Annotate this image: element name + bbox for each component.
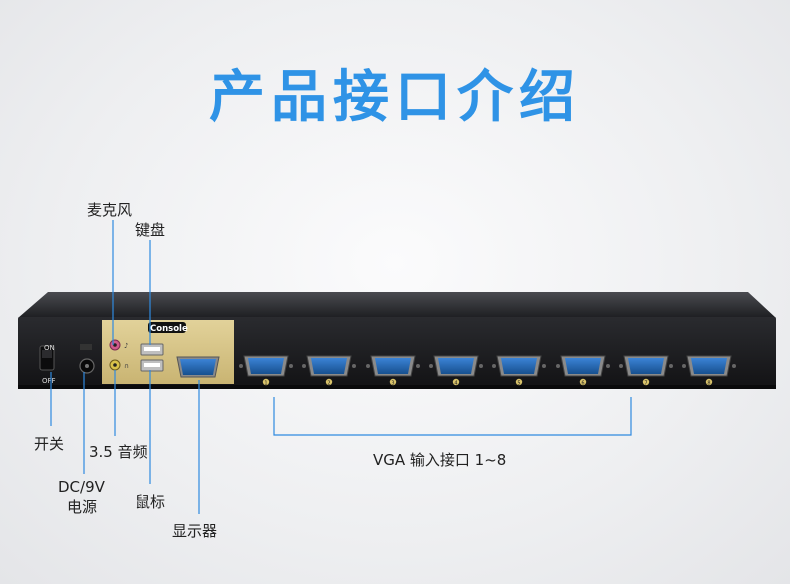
audio-label: 3.5 音频 xyxy=(89,443,148,461)
mouse-label: 鼠标 xyxy=(135,493,166,511)
keyboard-label: 键盘 xyxy=(135,221,166,239)
power-on-label: ON xyxy=(44,344,55,352)
display-label: 显示器 xyxy=(172,522,218,540)
vga-port-number: 1 xyxy=(264,381,267,387)
vga-input-port-4: 4 xyxy=(429,355,483,387)
console-vga-port xyxy=(176,356,220,378)
vga-port-number: 8 xyxy=(707,381,710,387)
vga-port-number: 7 xyxy=(644,381,647,387)
microphone-label: 麦克风 xyxy=(87,201,133,219)
dc-power-label: DC/9V xyxy=(58,478,105,496)
vga-input-port-2: 2 xyxy=(302,355,356,387)
svg-text:∩: ∩ xyxy=(124,362,129,370)
vga-input-port-6: 6 xyxy=(556,355,610,387)
vga-port-number: 4 xyxy=(454,381,457,387)
vga-port-number: 2 xyxy=(327,381,330,387)
console-label: Console xyxy=(150,324,188,334)
vga-input-port-8: 8 xyxy=(682,355,736,387)
svg-text:♪: ♪ xyxy=(124,342,128,350)
vga-input-port-5: 5 xyxy=(492,355,546,387)
page-title: 产品接口介绍 xyxy=(209,65,581,130)
vga-input-port-7: 7 xyxy=(619,355,673,387)
vga-inputs-label: VGA 输入接口 1~8 xyxy=(373,451,507,469)
vga-input-port-1: 1 xyxy=(239,355,293,387)
vga-port-number: 5 xyxy=(517,381,520,387)
power-off-label: OFF xyxy=(42,377,56,385)
dc-power-sub-label: 电源 xyxy=(67,498,98,516)
vga-port-number: 3 xyxy=(391,381,394,387)
vga-port-number: 6 xyxy=(581,381,584,387)
switch-label: 开关 xyxy=(34,435,65,453)
vga-input-port-3: 3 xyxy=(366,355,420,387)
